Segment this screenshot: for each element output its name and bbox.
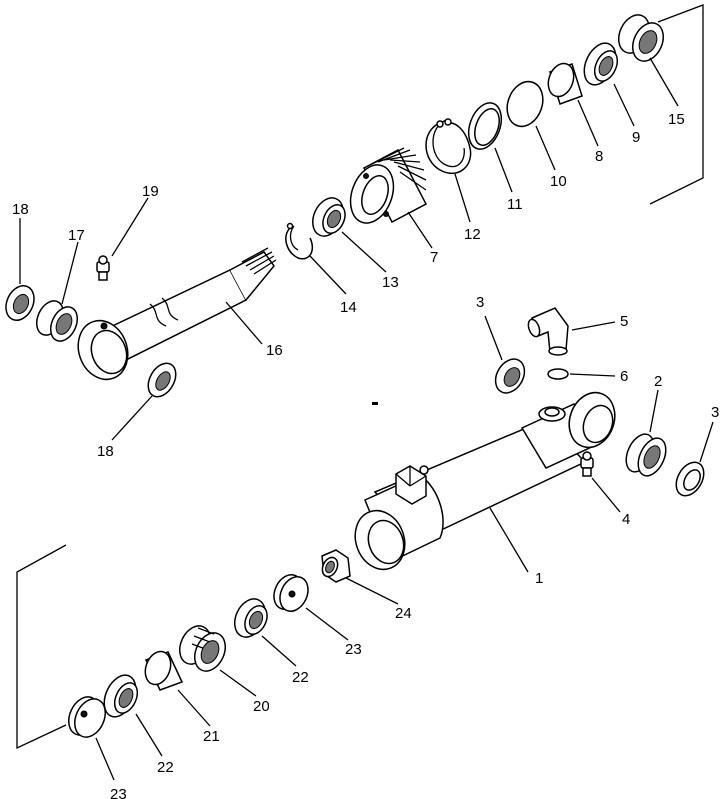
label-18-left: 18: [12, 201, 29, 218]
part-22-bearing-lower: [103, 674, 139, 718]
part-17-bushing: [35, 300, 79, 342]
part-18-seal-left: [5, 285, 35, 321]
label-2: 2: [654, 373, 662, 390]
label-3-right: 3: [711, 404, 719, 421]
label-20: 20: [253, 698, 270, 715]
part-5-elbow: [527, 307, 569, 356]
part-16-piston-rod: [77, 247, 277, 381]
leader-lines: [19, 57, 714, 781]
label-15: 15: [668, 111, 685, 128]
part-10-ring: [506, 80, 544, 128]
label-19: 19: [142, 183, 159, 200]
bracket-bottom-left: [16, 544, 67, 750]
label-10: 10: [550, 173, 567, 190]
part-4-grease-fitting: [580, 451, 594, 477]
part-23-washer-lower: [68, 696, 106, 738]
callout-labels: 1 2 3 3 4 5 6 7 8 9 10 11 12 13 14 15 16…: [12, 111, 719, 799]
part-22-bearing-upper: [234, 598, 268, 638]
part-12-snap-ring: [425, 118, 472, 175]
part-3-seal-right: [675, 461, 705, 497]
part-11-ring: [467, 102, 503, 150]
bracket-top-right: [649, 4, 704, 205]
label-6: 6: [620, 368, 628, 385]
part-15-bushing: [618, 14, 664, 62]
part-2-bushing: [625, 433, 667, 477]
stray-mark: [372, 402, 378, 405]
part-24-nut: [321, 549, 351, 583]
label-3-upper: 3: [476, 294, 484, 311]
part-1-cylinder-tube: [354, 391, 616, 571]
label-8: 8: [595, 148, 603, 165]
part-3-seal-upper: [494, 358, 526, 394]
label-14: 14: [340, 299, 357, 316]
part-13-bearing: [312, 197, 346, 237]
part-7-piston: [349, 147, 428, 224]
label-13: 13: [382, 274, 399, 291]
part-21-sleeve: [144, 650, 184, 691]
label-5: 5: [620, 313, 628, 330]
label-16: 16: [266, 342, 283, 359]
part-9-bearing: [583, 42, 619, 86]
label-23-upper: 23: [345, 641, 362, 658]
label-21: 21: [203, 728, 220, 745]
part-6-o-ring: [547, 368, 569, 380]
label-7: 7: [430, 249, 438, 266]
part-14-snap-ring: [285, 222, 314, 260]
label-23-lower: 23: [110, 786, 127, 799]
label-22-upper: 22: [292, 669, 309, 686]
label-22-lower: 22: [157, 759, 174, 776]
label-11: 11: [507, 196, 523, 213]
part-23-washer-upper: [273, 574, 309, 612]
label-4: 4: [622, 511, 630, 528]
label-24: 24: [395, 605, 412, 622]
part-8-sleeve: [547, 62, 583, 105]
label-18-lower: 18: [97, 443, 114, 460]
label-12: 12: [464, 226, 481, 243]
part-20-gland: [179, 625, 226, 672]
part-19-grease-fitting: [96, 255, 110, 281]
label-1: 1: [535, 570, 543, 587]
part-18-seal-lower: [147, 362, 177, 398]
label-17: 17: [68, 227, 85, 244]
label-9: 9: [632, 129, 640, 146]
